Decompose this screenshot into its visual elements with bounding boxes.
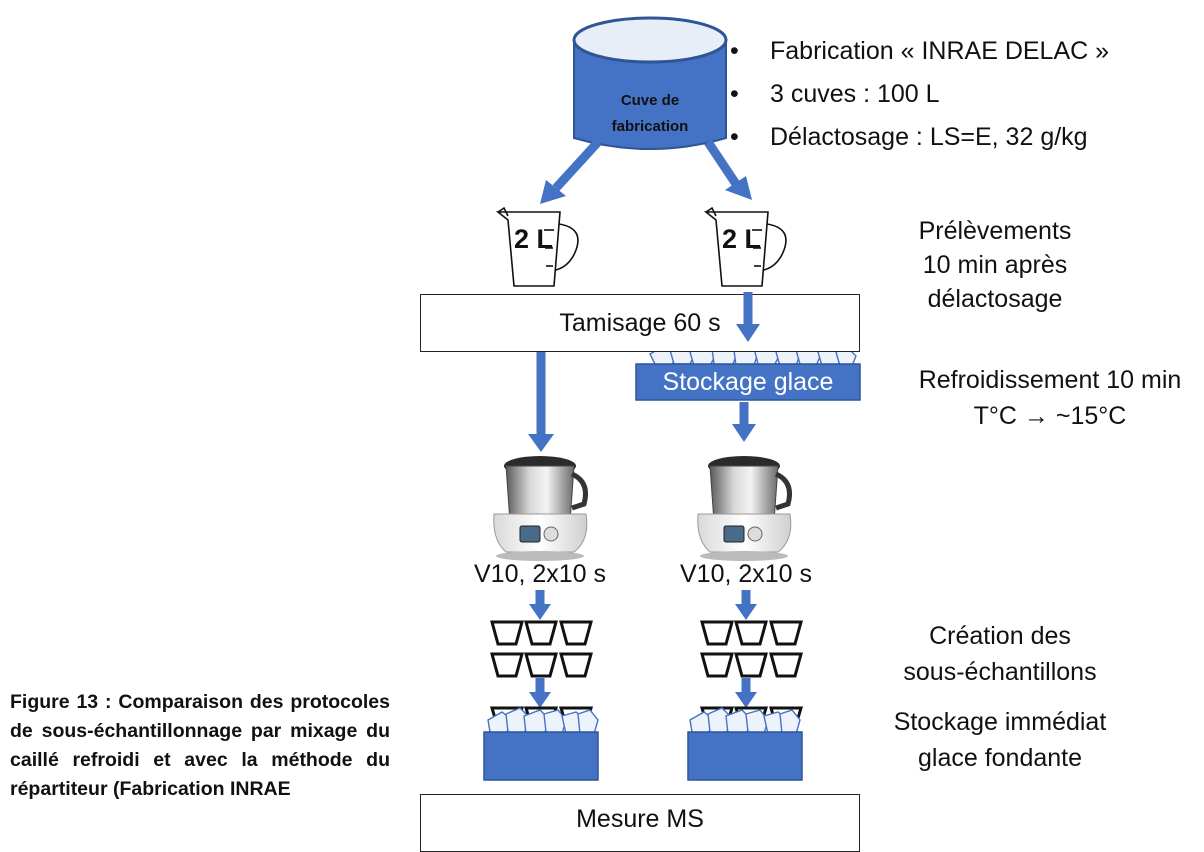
cup-grid-left (490, 620, 593, 678)
production-bullets: •Fabrication « INRAE DELAC » •3 cuves : … (730, 30, 1109, 159)
vat-label-line1: Cuve de (620, 92, 680, 109)
subsample-note-line2: sous-échantillons (903, 658, 1097, 686)
subsample-note: Création des sous-échantillons (880, 618, 1120, 690)
vat-icon (572, 16, 728, 150)
jug-left-label: 2 L (514, 224, 554, 254)
cooling-note: Refroidissement 10 min T°C → ~15°C (900, 362, 1200, 434)
storage-note-line1: Stockage immédiat (893, 708, 1107, 736)
sampling-note-line2: 10 min après (922, 251, 1068, 279)
bullet-item: •Délactosage : LS=E, 32 g/kg (730, 123, 1088, 151)
bullet-text: Délactosage : LS=E, 32 g/kg (770, 123, 1088, 151)
ice-storage-box (635, 363, 861, 401)
ice-tray-left (483, 706, 599, 781)
vat-label: Cuve de fabrication (596, 88, 704, 140)
storage-note-line2: glace fondante (917, 744, 1083, 772)
measuring-jug-icon-left (495, 206, 579, 287)
storage-note: Stockage immédiat glace fondante (868, 704, 1132, 776)
ice-storage-label: Stockage glace (662, 368, 834, 396)
arrow-through-sieve-icon (736, 292, 760, 342)
cup-grid-right (700, 620, 803, 678)
arrow-vat-to-left-jug-icon (540, 138, 602, 204)
bullet-item: •Fabrication « INRAE DELAC » (730, 37, 1110, 65)
sampling-note-line3: délactosage (927, 285, 1063, 313)
arrow-vat-to-right-jug-icon (704, 139, 752, 200)
arrow-ice-to-right-mixer-icon (732, 402, 756, 442)
sampling-note: Prélèvements 10 min après délactosage (880, 214, 1110, 316)
bullet-item: •3 cuves : 100 L (730, 80, 940, 108)
bullet-text: Fabrication « INRAE DELAC » (770, 37, 1110, 65)
arrow-left-mixer-to-cups-icon (529, 590, 551, 620)
ice-cubes-icon-top (649, 341, 857, 367)
measure-box: Mesure MS (420, 794, 860, 852)
figure-caption: Figure 13 : Comparaison des protocoles d… (10, 691, 390, 800)
cooling-note-line1: Refroidissement 10 min (918, 366, 1182, 394)
mixer-right-setting: V10, 2x10 s (679, 560, 813, 588)
sampling-note-line1: Prélèvements (918, 217, 1072, 245)
sieving-box: Tamisage 60 s (420, 294, 860, 352)
bullet-text: 3 cuves : 100 L (770, 80, 940, 108)
arrow-left-cups-to-ice-icon (529, 678, 551, 708)
jug-right-label: 2 L (722, 224, 762, 254)
vat-label-line2: fabrication (611, 118, 689, 135)
arrow-sieve-to-left-mixer-icon (528, 352, 554, 452)
arrow-right-mixer-to-cups-icon (735, 590, 757, 620)
food-processor-icon-left (493, 456, 588, 561)
measuring-jug-icon-right (703, 206, 787, 287)
food-processor-icon-right (697, 456, 792, 561)
arrow-right-cups-to-ice-icon (735, 678, 757, 708)
ice-tray-right (687, 706, 804, 781)
subsample-note-line1: Création des (929, 622, 1071, 650)
mixer-left-setting: V10, 2x10 s (473, 560, 607, 588)
cooling-note-line2: T°C → ~15°C (973, 402, 1127, 430)
